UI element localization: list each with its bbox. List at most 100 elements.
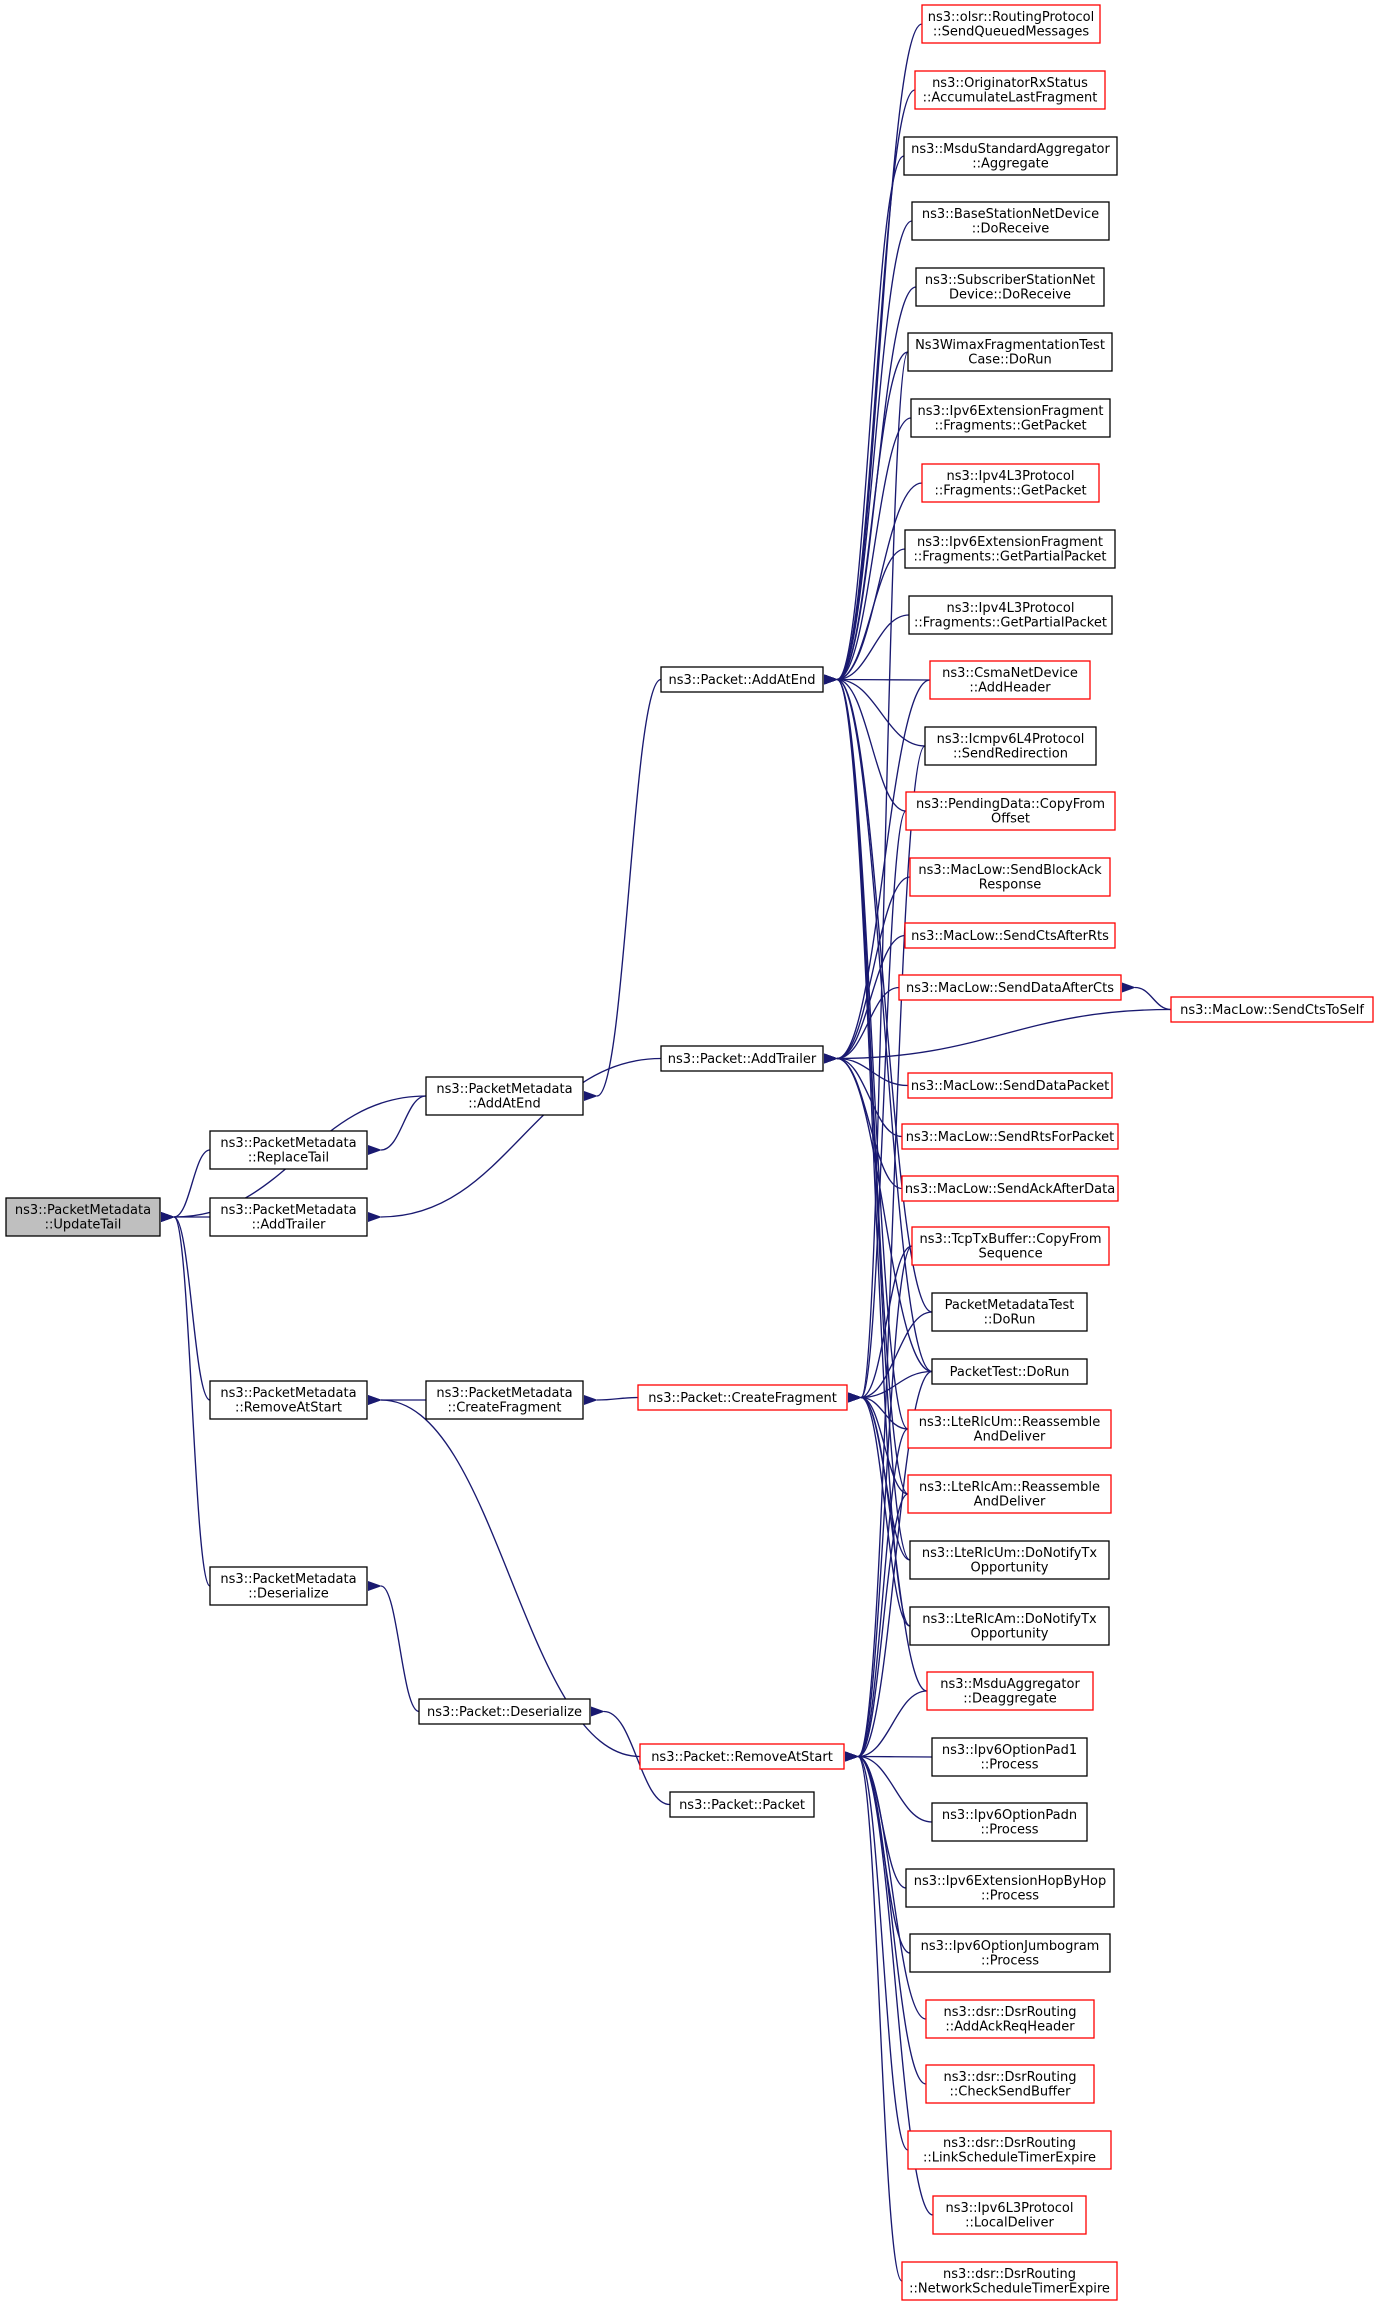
node-ns3-ipv4l3protocol-fragments-getpacket[interactable]: ns3::Ipv4L3Protocol::Fragments::GetPacke… <box>921 463 1100 503</box>
node-ns3-originatorrxstatus-accumulatelastfragment[interactable]: ns3::OriginatorRxStatus::AccumulateLastF… <box>914 70 1106 110</box>
node-ns3-maclow-sendctstoself[interactable]: ns3::MacLow::SendCtsToSelf <box>1170 996 1374 1023</box>
node-ns3-packetmetadata-deserialize[interactable]: ns3::PacketMetadata::Deserialize <box>209 1566 368 1606</box>
node-packettest-dorun[interactable]: PacketTest::DoRun <box>931 1358 1088 1385</box>
node-box <box>909 857 1111 897</box>
node-label: ns3::Ipv4L3Protocol <box>947 601 1075 616</box>
node-label: ::SendQueuedMessages <box>933 25 1089 40</box>
node-label: ::Process <box>980 1758 1038 1773</box>
node-box <box>904 529 1116 569</box>
node-box <box>931 1358 1088 1385</box>
node-ns3-dsr-dsrrouting-addackreqheader[interactable]: ns3::dsr::DsrRouting::AddAckReqHeader <box>925 1999 1095 2039</box>
edge-n7-to-n6 <box>367 1580 420 1713</box>
node-ns3-msdustandardaggregator-aggregate[interactable]: ns3::MsduStandardAggregator::Aggregate <box>903 136 1118 176</box>
node-box <box>907 2130 1112 2170</box>
node-label: ::AddAtEnd <box>468 1097 540 1112</box>
node-box <box>925 1999 1095 2039</box>
edge-r24-to-n12 <box>844 1428 909 1762</box>
node-ns3-packetmetadata-addtrailer[interactable]: ns3::PacketMetadata::AddTrailer <box>209 1197 368 1237</box>
node-label: ::ReplaceTail <box>248 1151 329 1166</box>
node-label: Response <box>979 878 1041 893</box>
node-ns3-maclow-sendctsafterrts[interactable]: ns3::MacLow::SendCtsAfterRts <box>904 922 1116 949</box>
node-box <box>637 1384 848 1411</box>
node-ns3-packet-packet[interactable]: ns3::Packet::Packet <box>669 1791 815 1818</box>
node-label: ::RemoveAtStart <box>235 1401 342 1416</box>
node-label: ns3::PacketMetadata <box>220 1386 356 1401</box>
node-box <box>209 1197 368 1237</box>
node-ns3-icmpv6l4protocol-sendredirection[interactable]: ns3::Icmpv6L4Protocol::SendRedirection <box>924 726 1097 766</box>
node-ns3-dsr-dsrrouting-checksendbuffer[interactable]: ns3::dsr::DsrRouting::CheckSendBuffer <box>925 2064 1095 2104</box>
edge-r24-to-n11 <box>847 1392 909 1430</box>
node-label: ns3::Ipv4L3Protocol <box>947 469 1075 484</box>
node-ns3-ipv6optionpadn-process[interactable]: ns3::Ipv6OptionPadn::Process <box>931 1802 1088 1842</box>
node-ns3-subscriberstationnetdevice-doreceive[interactable]: ns3::SubscriberStationNetDevice::DoRecei… <box>915 267 1105 307</box>
node-label: ::DoReceive <box>972 222 1050 237</box>
edge-r14-to-n10 <box>823 876 911 1064</box>
node-label: ::Fragments::GetPartialPacket <box>914 616 1107 631</box>
node-label: ns3::PacketMetadata <box>220 1203 356 1218</box>
node-ns3-packetmetadata-createfragment[interactable]: ns3::PacketMetadata::CreateFragment <box>425 1380 584 1420</box>
edge-r16-to-n10 <box>823 986 900 1064</box>
node-ns3-maclow-senddataaftercts[interactable]: ns3::MacLow::SendDataAfterCts <box>898 974 1122 1001</box>
node-ns3-packet-addtrailer[interactable]: ns3::Packet::AddTrailer <box>660 1045 824 1072</box>
node-ns3-ipv6extensionfragment-fragments-getpartialpacket[interactable]: ns3::Ipv6ExtensionFragment::Fragments::G… <box>904 529 1116 569</box>
node-ns3-maclow-sendackafterdata[interactable]: ns3::MacLow::SendAckAfterData <box>901 1175 1119 1202</box>
edge-r27-to-n11 <box>847 1392 911 1627</box>
edge-r13-to-n9 <box>823 674 907 812</box>
node-ns3-packet-createfragment[interactable]: ns3::Packet::CreateFragment <box>637 1384 848 1411</box>
node-ns3-packetmetadata-addatend[interactable]: ns3::PacketMetadata::AddAtEnd <box>425 1076 584 1116</box>
node-ns3-packetmetadata-removeatstart[interactable]: ns3::PacketMetadata::RemoveAtStart <box>209 1380 368 1420</box>
node-ns3-ipv6l3protocol-localdeliver[interactable]: ns3::Ipv6L3Protocol::LocalDeliver <box>932 2195 1087 2235</box>
node-box <box>921 4 1101 44</box>
node-box <box>639 1743 845 1770</box>
node-label: ns3::MacLow::SendAckAfterData <box>905 1182 1115 1197</box>
node-packetmetadatatest-dorun[interactable]: PacketMetadataTest::DoRun <box>931 1292 1088 1332</box>
node-ns3-dsr-dsrrouting-linkscheduletimerexpire[interactable]: ns3::dsr::DsrRouting::LinkScheduleTimerE… <box>907 2130 1112 2170</box>
node-box <box>669 1791 815 1818</box>
node-label: ns3::LteRlcUm::DoNotifyTx <box>922 1546 1097 1561</box>
node-box <box>905 791 1116 831</box>
node-ns3-olsr-routingprotocol-sendqueuedmessages[interactable]: ns3::olsr::RoutingProtocol::SendQueuedMe… <box>921 4 1101 44</box>
node-ns3-ipv6extensionhopbyhop-process[interactable]: ns3::Ipv6ExtensionHopByHop::Process <box>905 1868 1115 1908</box>
edge-n4-to-n0 <box>160 1211 211 1401</box>
edge-r6-to-n9 <box>823 351 909 685</box>
node-ns3-packet-deserialize[interactable]: ns3::Packet::Deserialize <box>418 1698 591 1725</box>
node-ns3-dsr-dsrrouting-networkscheduletimerexpire[interactable]: ns3::dsr::DsrRouting::NetworkScheduleTim… <box>901 2261 1118 2301</box>
node-label: ns3::PacketMetadata <box>436 1082 572 1097</box>
node-ns3-msduaggregator-deaggregate[interactable]: ns3::MsduAggregator::Deaggregate <box>926 1671 1094 1711</box>
edge-r2-to-n9 <box>823 89 916 685</box>
node-label: ::AccumulateLastFragment <box>923 91 1098 106</box>
node-label: ::AddAckReqHeader <box>945 2020 1075 2035</box>
node-ns3-maclow-sendrtsforpacket[interactable]: ns3::MacLow::SendRtsForPacket <box>901 1123 1119 1150</box>
node-ns3-ipv6optionpad1-process[interactable]: ns3::Ipv6OptionPad1::Process <box>931 1737 1088 1777</box>
edges-layer <box>160 23 1172 2282</box>
node-ns3-packetmetadata-replacetail[interactable]: ns3::PacketMetadata::ReplaceTail <box>209 1130 368 1170</box>
node-label: Ns3WimaxFragmentationTest <box>915 338 1105 353</box>
node-label: ::CheckSendBuffer <box>950 2085 1072 2100</box>
node-label: ns3::MacLow::SendDataPacket <box>911 1079 1109 1094</box>
node-label: ns3::dsr::DsrRouting <box>943 2267 1076 2282</box>
node-ns3-maclow-senddatapacket[interactable]: ns3::MacLow::SendDataPacket <box>907 1072 1113 1099</box>
node-ns3-ipv4l3protocol-fragments-getpartialpacket[interactable]: ns3::Ipv4L3Protocol::Fragments::GetParti… <box>908 595 1113 635</box>
node-box <box>931 1802 1088 1842</box>
node-label: ns3::PacketMetadata <box>436 1386 572 1401</box>
node-ns3-ipv6extensionfragment-fragments-getpacket[interactable]: ns3::Ipv6ExtensionFragment::Fragments::G… <box>910 398 1111 438</box>
node-ns3-packet-addatend[interactable]: ns3::Packet::AddAtEnd <box>660 666 824 693</box>
node-ns3-basestationnetdevice-doreceive[interactable]: ns3::BaseStationNetDevice::DoReceive <box>911 201 1110 241</box>
node-box <box>914 70 1106 110</box>
node-ns3-csmanetdevice-addheader[interactable]: ns3::CsmaNetDevice::AddHeader <box>929 660 1091 700</box>
node-ns3-ipv6optionjumbogram-process[interactable]: ns3::Ipv6OptionJumbogram::Process <box>909 1933 1111 1973</box>
node-label: ::Process <box>981 1889 1039 1904</box>
node-ns3-packet-removeatstart[interactable]: ns3::Packet::RemoveAtStart <box>639 1743 845 1770</box>
node-ns3-packetmetadata-updatetail[interactable]: ns3::PacketMetadata::UpdateTail <box>5 1197 161 1237</box>
node-label: ns3::Ipv6OptionPadn <box>942 1808 1077 1823</box>
node-label: ::Fragments::GetPacket <box>934 484 1086 499</box>
